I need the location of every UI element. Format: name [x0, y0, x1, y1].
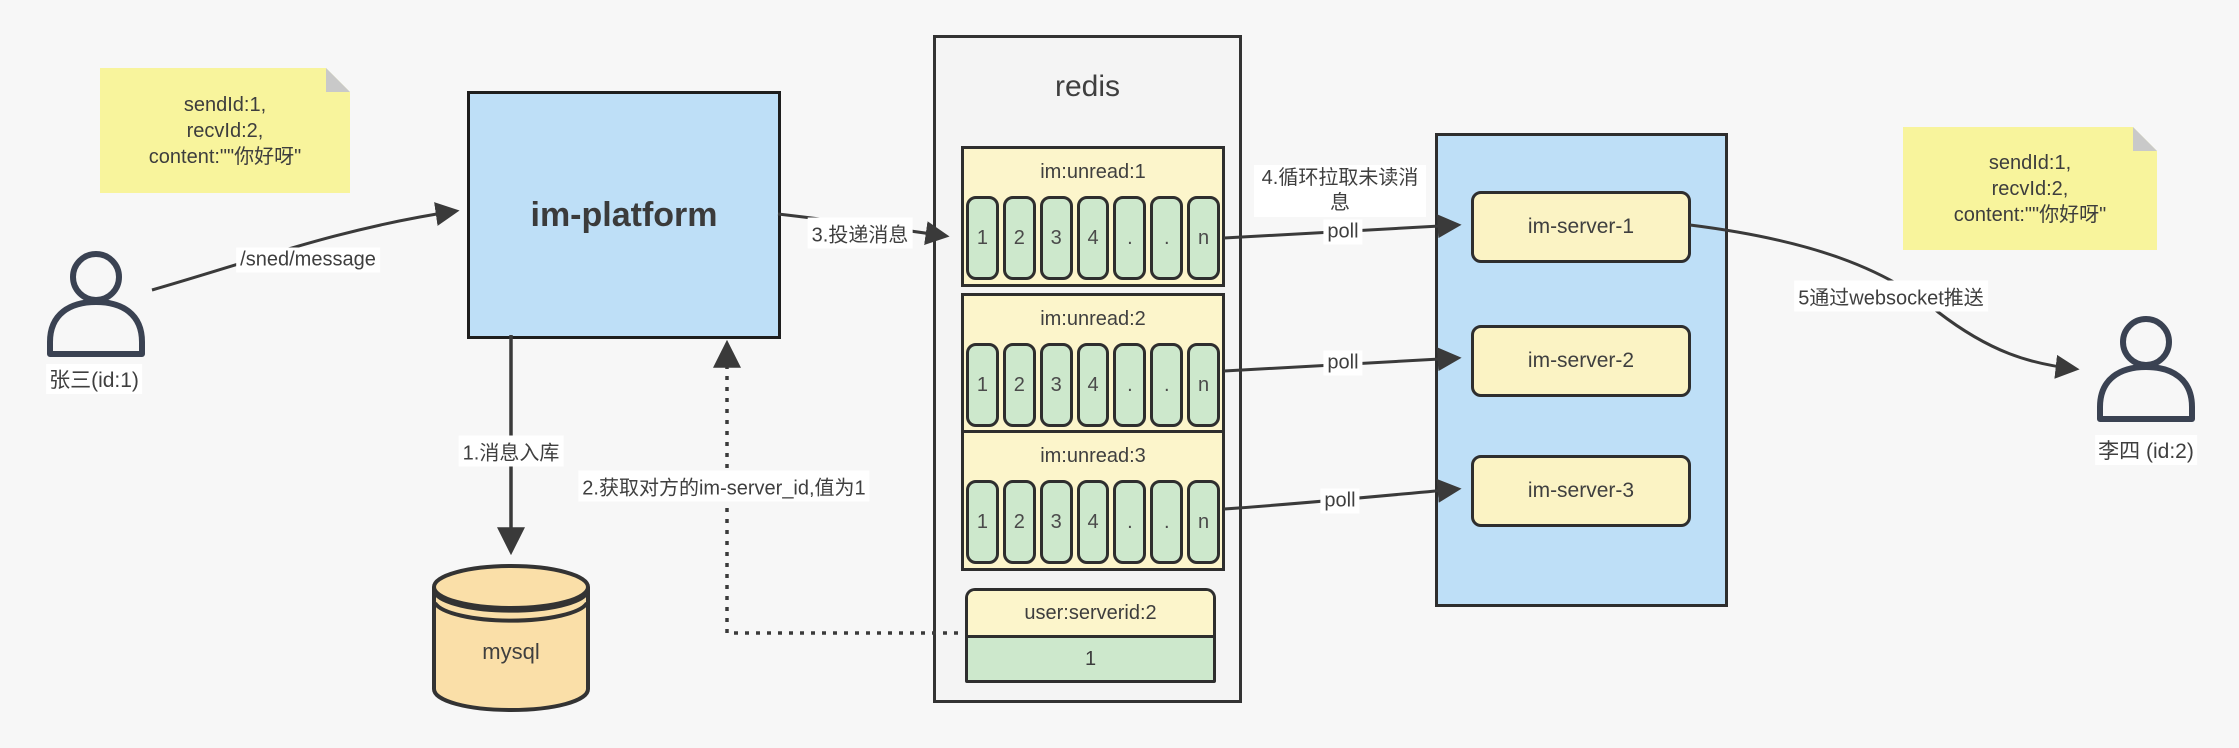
edge-label-store: 1.消息入库 [458, 435, 564, 467]
queue-name: im:unread:1 [1040, 161, 1146, 183]
receiver-person-icon [2097, 316, 2195, 422]
queue-cells: 1 2 3 4 . . n [964, 480, 1222, 568]
sticky-note-right: sendId:1, recvId:2, content:""你好呀" [1903, 127, 2157, 250]
queue-cell: . [1113, 343, 1147, 427]
edge-label-poll-1: poll [1323, 219, 1363, 245]
queue-cell: 4 [1076, 196, 1110, 280]
queue-cell: . [1150, 480, 1184, 564]
edge-label-deliver: 3.投递消息 [807, 217, 913, 249]
mysql-label: mysql [482, 639, 540, 664]
edge-label-poll-2: poll [1323, 350, 1363, 376]
im-server-1-box: im-server-1 [1471, 191, 1691, 263]
queue-im-unread-2: im:unread:2 1 2 3 4 . . n [961, 293, 1225, 434]
im-server-3-box: im-server-3 [1471, 455, 1691, 527]
im-server-group: im-server-1 im-server-2 im-server-3 [1435, 133, 1728, 607]
receiver-label: 李四 (id:2) [2095, 435, 2197, 465]
queue-cell: 1 [966, 480, 999, 564]
edge-label-lookup: 2.获取对方的im-server_id,值为1 [578, 470, 870, 502]
queue-cell: n [1187, 196, 1221, 280]
sticky-note-left-text: sendId:1, recvId:2, content:""你好呀" [148, 93, 302, 168]
im-server-2-label: im-server-2 [1527, 349, 1635, 372]
edge-label-pull: 4.循环拉取未读消息 [1254, 165, 1426, 217]
edge-label-send: /sned/message [236, 247, 380, 273]
queue-cell: . [1113, 196, 1147, 280]
redis-container: redis im:unread:1 1 2 3 4 . . n im:unrea… [933, 35, 1242, 703]
im-server-1-label: im-server-1 [1527, 215, 1635, 238]
sticky-note-left: sendId:1, recvId:2, content:""你好呀" [100, 68, 350, 193]
queue-cell: 1 [966, 196, 999, 280]
im-platform-box: im-platform [467, 91, 781, 339]
sender-label: 张三(id:1) [46, 364, 142, 394]
sticky-note-right-body: sendId:1, recvId:2, content:""你好呀" [1903, 127, 2157, 250]
queue-cell: n [1187, 480, 1221, 564]
queue-cell: 3 [1039, 196, 1073, 280]
queue-cell: 4 [1076, 480, 1110, 564]
redis-title: redis [1054, 70, 1121, 103]
im-server-3-label: im-server-3 [1527, 479, 1635, 502]
queue-cell: . [1113, 480, 1147, 564]
queue-cell: 2 [1002, 196, 1036, 280]
queue-cell: 2 [1002, 480, 1036, 564]
queue-name: im:unread:2 [1040, 308, 1146, 330]
queue-cell: . [1150, 196, 1184, 280]
edge-label-poll-3: poll [1320, 488, 1360, 514]
queue-cell: n [1187, 343, 1221, 427]
im-server-2-box: im-server-2 [1471, 325, 1691, 397]
sticky-note-left-body: sendId:1, recvId:2, content:""你好呀" [100, 68, 350, 193]
queue-cells: 1 2 3 4 . . n [964, 343, 1222, 431]
note-fold-icon [326, 68, 350, 92]
kv-value: 1 [968, 638, 1213, 680]
database-cylinder-icon [432, 564, 590, 713]
queue-cells: 1 2 3 4 . . n [964, 196, 1222, 284]
queue-cell: 3 [1039, 480, 1073, 564]
user-serverid-kv-box: user:serverid:2 1 [965, 588, 1216, 683]
queue-cell: 1 [966, 343, 999, 427]
edge-label-push: 5通过websocket推送 [1794, 280, 1988, 312]
sender-person-icon [47, 251, 145, 357]
queue-cell: 2 [1002, 343, 1036, 427]
queue-cell: 3 [1039, 343, 1073, 427]
sticky-note-right-text: sendId:1, recvId:2, content:""你好呀" [1953, 151, 2107, 226]
queue-im-unread-1: im:unread:1 1 2 3 4 . . n [961, 146, 1225, 287]
queue-cell: . [1150, 343, 1184, 427]
queue-cell: 4 [1076, 343, 1110, 427]
queue-im-unread-3: im:unread:3 1 2 3 4 . . n [961, 430, 1225, 571]
queue-name: im:unread:3 [1040, 445, 1146, 467]
kv-key: user:serverid:2 [968, 591, 1213, 638]
note-fold-icon [2133, 127, 2157, 151]
im-platform-label: im-platform [530, 195, 718, 234]
